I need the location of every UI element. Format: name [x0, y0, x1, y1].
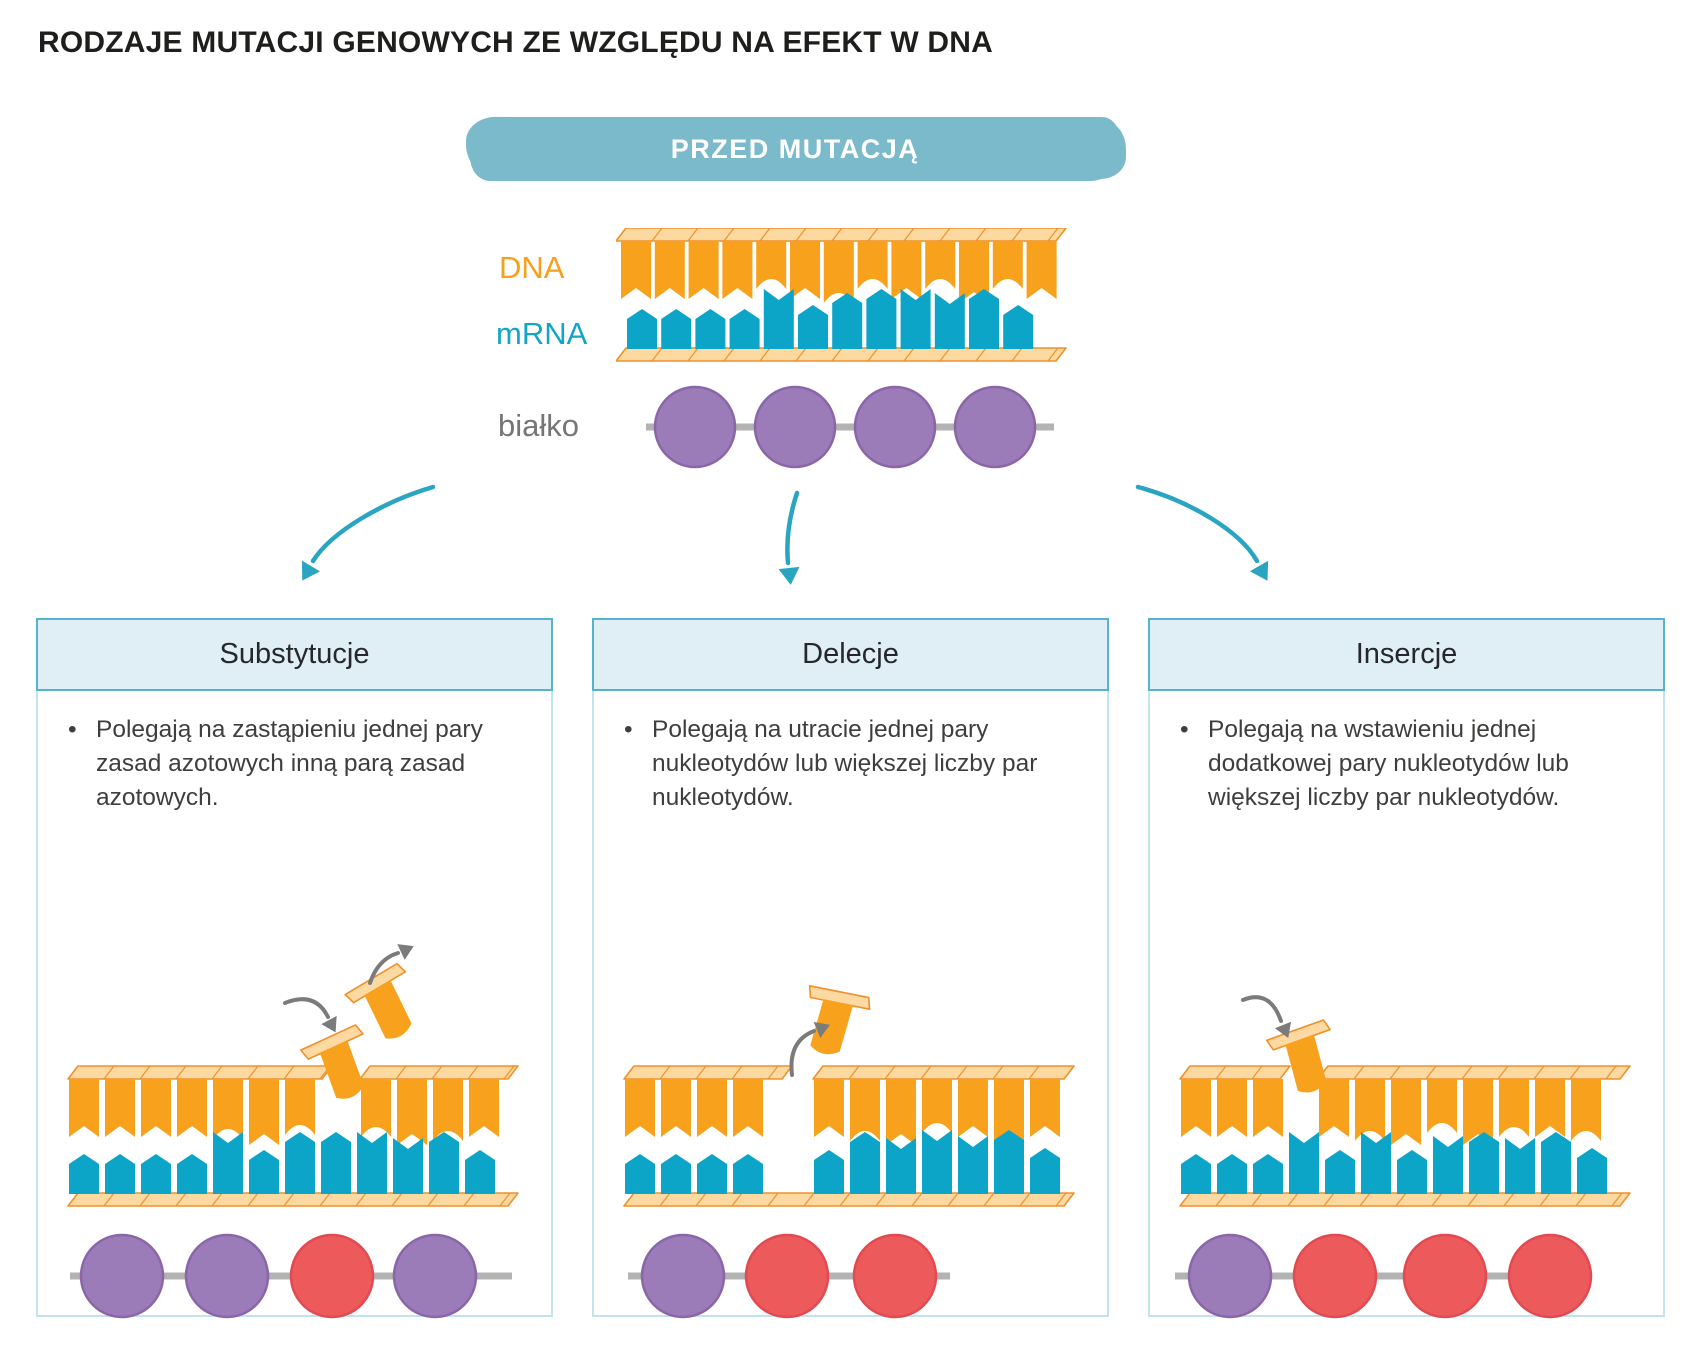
dna-mrna-strand-deletion [623, 985, 1075, 1207]
bullet-glyph: • [1180, 716, 1189, 743]
dna-mrna-strand-insertion [1179, 995, 1631, 1207]
bullet-glyph: • [624, 716, 633, 743]
banner-label: PRZED MUTACJĄ [670, 133, 920, 164]
mrna-label: mRNA [496, 316, 588, 351]
deletions-description: • Polegają na utracie jednej pary nukleo… [624, 713, 1091, 815]
dna-mrna-strand-before [616, 228, 1067, 362]
before-mutation-banner: PRZED MUTACJĄ [470, 117, 1120, 181]
protein-chain-insertion [1175, 1233, 1593, 1319]
deletions-box-header: Delecje [592, 618, 1109, 691]
page-title: RODZAJE MUTACJI GENOWYCH ZE WZGLĘDU NA E… [38, 26, 993, 59]
insertions-box-title: Insercje [1355, 638, 1458, 670]
deletions-box: Delecje • Polegają na utracie jednej par… [592, 618, 1109, 1319]
bullet-glyph: • [68, 716, 77, 743]
dna-label: DNA [499, 250, 565, 285]
insertions-box-body: • Polegają na wstawieniu jednej dodatkow… [1148, 691, 1665, 1319]
insertions-description-text: Polegają na wstawieniu jednej dodatkowej… [1208, 716, 1569, 811]
deletions-box-title: Delecje [802, 638, 899, 670]
substitutions-box-title: Substytucje [219, 638, 370, 670]
substitutions-description-text: Polegają na zastąpieniu jednej pary zasa… [96, 716, 483, 811]
substitutions-description: • Polegają na zastąpieniu jednej pary za… [68, 713, 535, 815]
insertions-box-header: Insercje [1148, 618, 1665, 691]
protein-chain-deletion [628, 1233, 950, 1319]
substitutions-box-header: Substytucje [36, 618, 553, 691]
insertions-box: Insercje • Polegają na wstawieniu jednej… [1148, 618, 1665, 1319]
dna-mrna-strand-substitution [67, 944, 519, 1207]
substitutions-box-body: • Polegają na zastąpieniu jednej pary za… [36, 691, 553, 1319]
deletions-box-body: • Polegają na utracie jednej pary nukleo… [592, 691, 1109, 1319]
protein-chain-before [646, 385, 1054, 469]
deletions-description-text: Polegają na utracie jednej pary nukleoty… [652, 716, 1038, 811]
insertions-description: • Polegają na wstawieniu jednej dodatkow… [1180, 713, 1647, 815]
substitutions-box: Substytucje • Polegają na zastąpieniu je… [36, 618, 553, 1319]
protein-chain-substitution [70, 1233, 512, 1319]
protein-label: białko [498, 408, 579, 443]
branch-arrows [301, 484, 1269, 585]
